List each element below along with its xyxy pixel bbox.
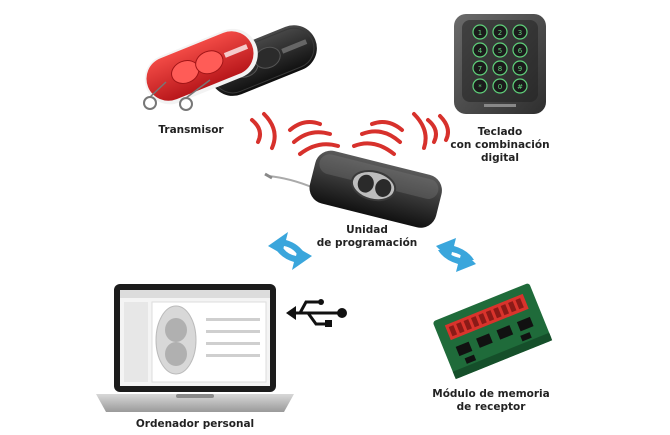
label-transmisor: Transmisor bbox=[146, 124, 236, 137]
keypad-key-label: * bbox=[478, 83, 482, 91]
keypad-key bbox=[512, 78, 528, 94]
label-teclado: Teclado con combinación digital bbox=[450, 126, 550, 165]
keypad-key bbox=[492, 42, 508, 58]
label-teclado-line-2: con combinación bbox=[450, 139, 550, 151]
keypad-key-label: # bbox=[517, 83, 523, 91]
keypad-key bbox=[472, 78, 488, 94]
keypad-key-label: 1 bbox=[478, 29, 482, 37]
keyring-icon bbox=[179, 97, 193, 111]
keypad-key bbox=[472, 60, 488, 76]
label-teclado-line-1: Teclado bbox=[477, 126, 523, 138]
label-modulo-line-2: de receptor bbox=[456, 401, 526, 413]
keypad-key bbox=[472, 42, 488, 58]
keypad-key-label: 6 bbox=[518, 47, 523, 55]
pcb-connector-pin bbox=[470, 316, 480, 328]
sync-arrows-icon bbox=[268, 232, 312, 270]
label-modulo-line-1: Módulo de memoria bbox=[432, 388, 550, 400]
usb-icon bbox=[286, 299, 347, 327]
signal-waves-icon bbox=[250, 112, 450, 156]
label-unidad-line-1: Unidad bbox=[346, 224, 388, 236]
pcb-connector-pin bbox=[478, 313, 487, 325]
pcb-connector-pin bbox=[448, 325, 458, 337]
keypad-key bbox=[492, 60, 508, 76]
laptop bbox=[96, 284, 294, 412]
pcb-connector-pin bbox=[500, 304, 510, 316]
keypad-key bbox=[492, 78, 508, 94]
keypad-key bbox=[512, 24, 528, 40]
keypad-key-label: 0 bbox=[498, 83, 502, 91]
keypad-key-label: 3 bbox=[518, 29, 522, 37]
memory-module bbox=[433, 283, 553, 380]
pcb-connector-pin bbox=[508, 301, 517, 313]
label-ordenador: Ordenador personal bbox=[130, 418, 260, 431]
keypad-key-label: 2 bbox=[498, 29, 502, 37]
pcb-connector-pin bbox=[463, 319, 472, 331]
sync-arrows-icon bbox=[436, 238, 476, 272]
screen-device-image bbox=[155, 305, 197, 375]
keypad-key-label: 5 bbox=[498, 47, 502, 55]
pcb-connector-housing bbox=[444, 293, 529, 341]
transmitter-remotes bbox=[143, 25, 317, 111]
label-ordenador-text: Ordenador personal bbox=[135, 418, 255, 430]
label-transmisor-text: Transmisor bbox=[158, 124, 224, 136]
label-unidad-line-2: de programación bbox=[316, 237, 418, 249]
label-modulo: Módulo de memoria de receptor bbox=[426, 388, 556, 414]
keypad-key bbox=[512, 60, 528, 76]
red-remote bbox=[144, 28, 258, 105]
keypad-key bbox=[472, 24, 488, 40]
keypad-key bbox=[512, 42, 528, 58]
keypad-key bbox=[492, 24, 508, 40]
programming-unit bbox=[264, 150, 442, 228]
label-teclado-line-3: digital bbox=[481, 152, 519, 164]
pcb-connector-pin bbox=[485, 310, 495, 322]
keypad-key-label: 7 bbox=[478, 65, 482, 73]
keypad-key-label: 9 bbox=[518, 65, 522, 73]
keypad-key-label: 8 bbox=[498, 65, 502, 73]
pcb-connector-pin bbox=[456, 322, 465, 334]
pcb-connector-pin bbox=[515, 298, 524, 310]
label-unidad: Unidad de programación bbox=[312, 224, 422, 250]
digital-keypad: 1 2 3 4 5 6 7 8 9 * 0 # bbox=[454, 14, 546, 114]
keypad-key-label: 4 bbox=[478, 47, 483, 55]
pcb-connector-pin bbox=[493, 307, 502, 319]
keyring-icon bbox=[143, 96, 157, 110]
